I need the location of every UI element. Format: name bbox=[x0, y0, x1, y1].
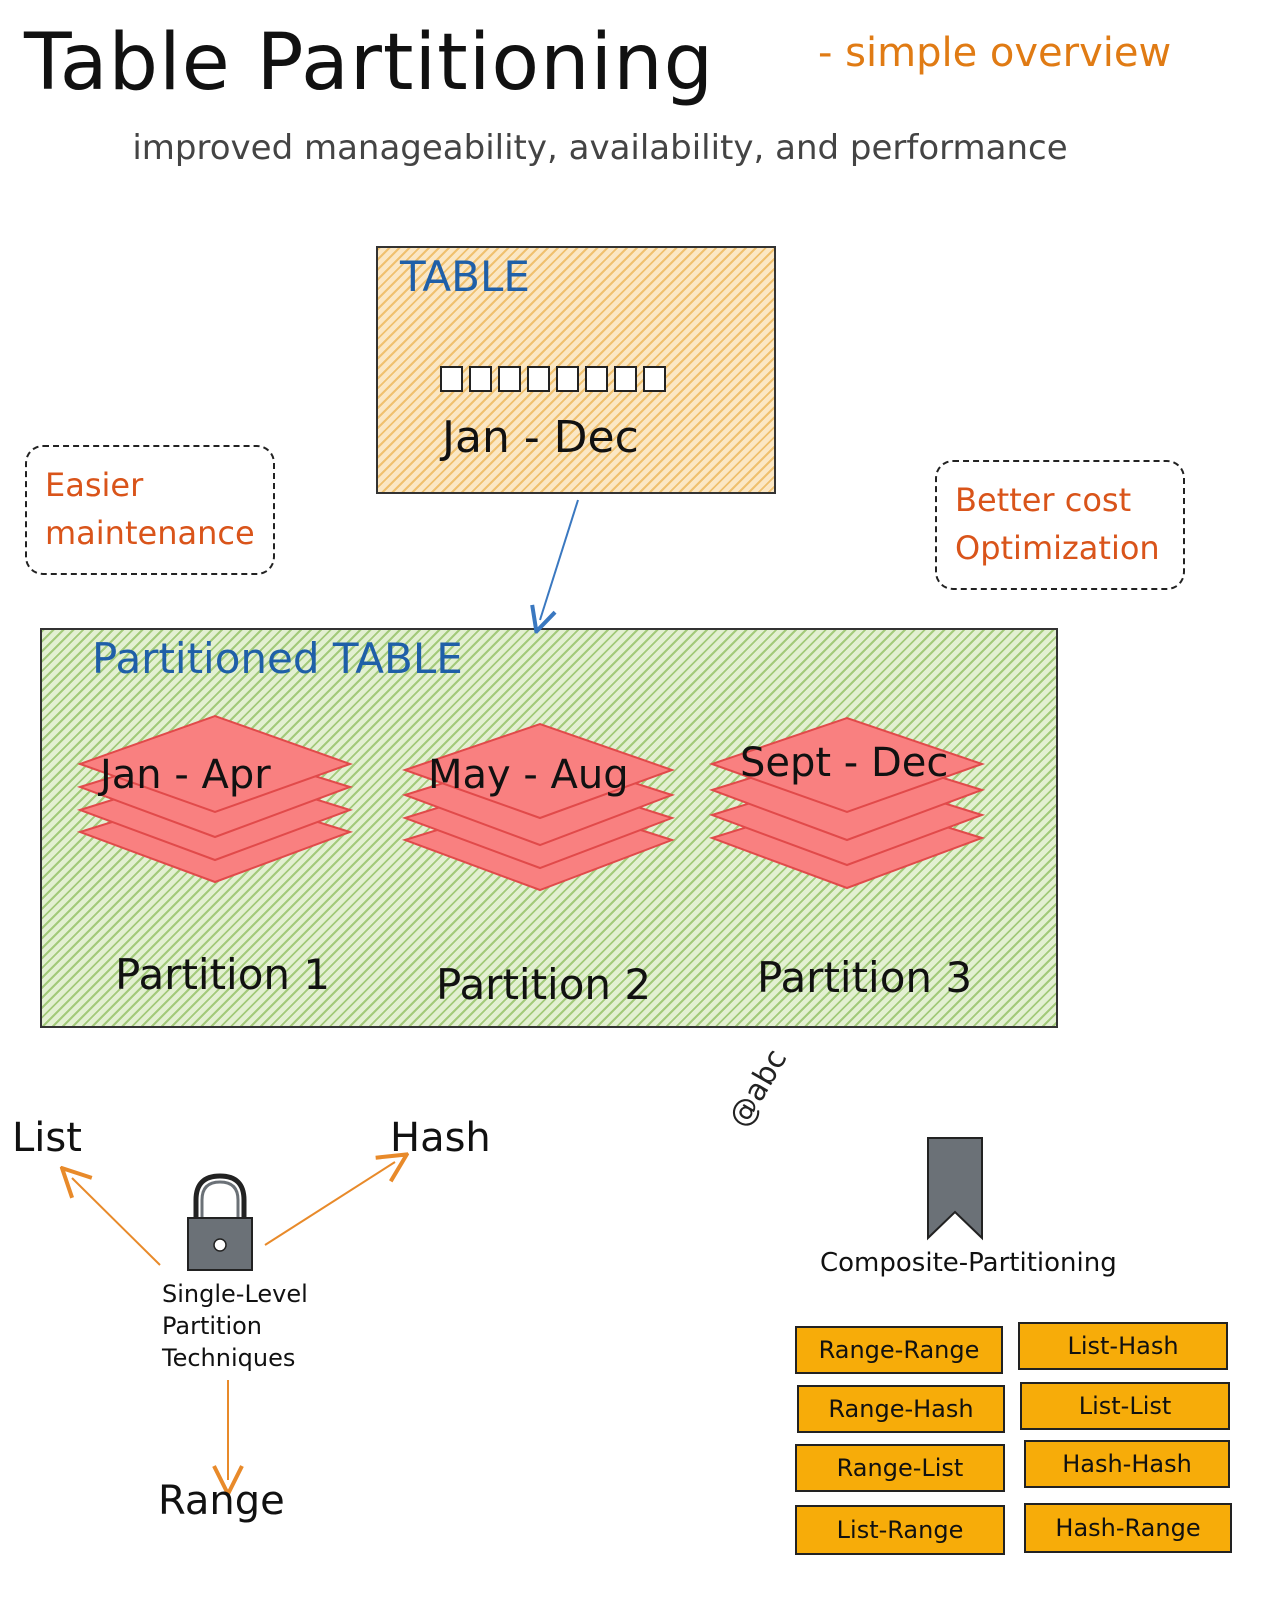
note-easier-maintenance: Easier maintenance bbox=[25, 445, 275, 575]
composite-cell: Range-Range bbox=[795, 1326, 1003, 1374]
composite-cell: List-Hash bbox=[1018, 1322, 1228, 1370]
composite-cell: Hash-Range bbox=[1024, 1503, 1232, 1553]
partitioned-label: Partitioned TABLE bbox=[92, 634, 463, 683]
partition-label-1: Partition 1 bbox=[115, 950, 331, 999]
partition-label-2: Partition 2 bbox=[436, 960, 652, 1009]
composite-cell: Range-List bbox=[795, 1444, 1005, 1492]
composite-cell: Range-Hash bbox=[797, 1385, 1005, 1433]
arrow-to-hash bbox=[264, 1162, 395, 1246]
single-level-line: Techniques bbox=[162, 1344, 296, 1372]
lock-icon bbox=[187, 1173, 253, 1271]
single-level-line: Partition bbox=[162, 1312, 263, 1340]
composite-cell: Hash-Hash bbox=[1024, 1440, 1230, 1488]
row-square bbox=[527, 366, 550, 392]
row-square bbox=[498, 366, 521, 392]
arrow-to-list bbox=[72, 1178, 161, 1266]
partition-range-1: Jan - Apr bbox=[100, 752, 271, 798]
composite-label: Composite-Partitioning bbox=[820, 1248, 1117, 1278]
row-square bbox=[614, 366, 637, 392]
composite-cell: List-List bbox=[1020, 1382, 1230, 1430]
table-rows bbox=[440, 366, 666, 392]
page-subtitle: improved manageability, availability, an… bbox=[132, 128, 1068, 168]
single-level-line: Single-Level bbox=[162, 1280, 308, 1308]
note-cost-optimization: Better cost Optimization bbox=[935, 460, 1185, 590]
note-line: maintenance bbox=[45, 514, 255, 552]
row-square bbox=[556, 366, 579, 392]
table-box: TABLE Jan - Dec bbox=[376, 246, 776, 494]
row-square bbox=[440, 366, 463, 392]
partition-stack-3 bbox=[708, 716, 986, 890]
partition-range-3: Sept - Dec bbox=[740, 740, 949, 786]
note-line: Easier bbox=[45, 466, 144, 504]
partition-range-2: May - Aug bbox=[428, 752, 629, 798]
single-level-label: Single-Level Partition Techniques bbox=[162, 1278, 308, 1374]
technique-list: List bbox=[12, 1115, 82, 1161]
bookmark-icon bbox=[927, 1137, 983, 1241]
page-title: Table Partitioning bbox=[24, 18, 715, 108]
row-square bbox=[469, 366, 492, 392]
partition-stack-2 bbox=[401, 722, 676, 892]
flow-arrow bbox=[540, 499, 579, 620]
partition-stack-1 bbox=[76, 714, 354, 884]
technique-hash: Hash bbox=[390, 1115, 491, 1161]
note-line: Optimization bbox=[955, 529, 1160, 567]
table-label: TABLE bbox=[400, 252, 530, 301]
technique-range: Range bbox=[158, 1478, 285, 1524]
row-square bbox=[643, 366, 666, 392]
page-title-suffix: - simple overview bbox=[818, 30, 1172, 76]
table-range: Jan - Dec bbox=[442, 412, 639, 463]
note-line: Better cost bbox=[955, 481, 1132, 519]
composite-cell: List-Range bbox=[795, 1505, 1005, 1555]
partition-label-3: Partition 3 bbox=[757, 953, 973, 1002]
row-square bbox=[585, 366, 608, 392]
